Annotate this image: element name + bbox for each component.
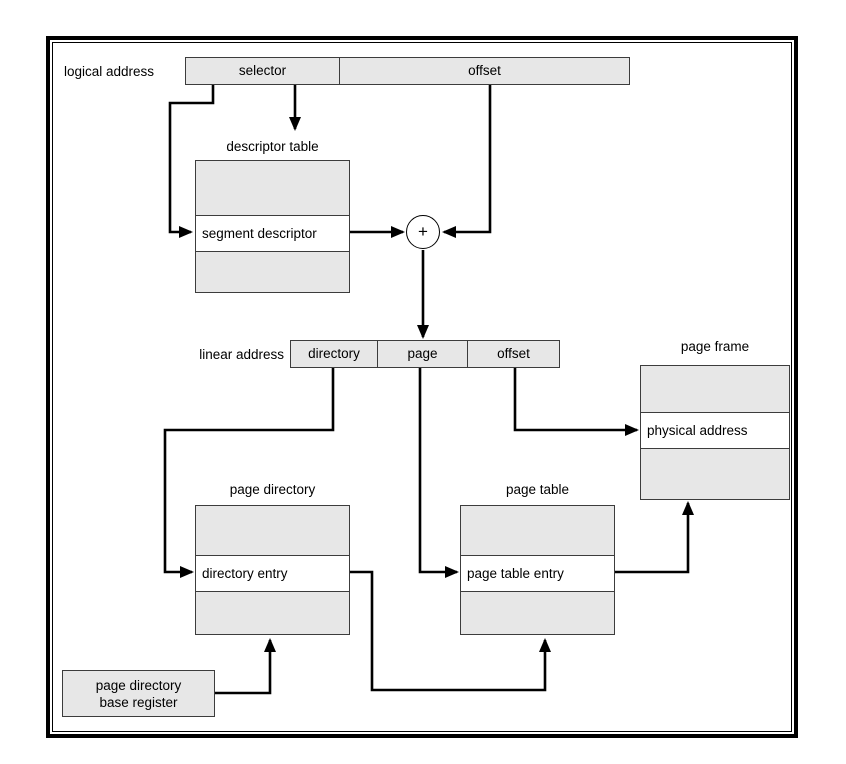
offset-field-logical: offset (339, 57, 630, 85)
page-table: page table entry (460, 505, 615, 635)
page-field: page (377, 340, 468, 368)
segment-descriptor-entry: segment descriptor (196, 215, 349, 251)
descriptor-table: segment descriptor (195, 160, 350, 293)
selector-field: selector (185, 57, 340, 85)
page-frame: physical address (640, 365, 790, 500)
descriptor-table-row-top (196, 161, 349, 215)
directory-field: directory (290, 340, 378, 368)
page-table-entry: page table entry (461, 555, 614, 591)
physical-address-entry: physical address (641, 412, 789, 448)
pdbr-line1: page directory (95, 677, 182, 693)
page-table-row-top (461, 506, 614, 555)
page-directory-row-bottom (196, 591, 349, 634)
diagram-frame (46, 36, 798, 738)
linear-address-label: linear address (199, 347, 284, 362)
page-directory: directory entry (195, 505, 350, 635)
pdbr-line2: base register (99, 694, 178, 710)
page-directory-base-register: page directory base register (62, 670, 215, 717)
descriptor-table-title: descriptor table (226, 139, 319, 154)
page-table-row-bottom (461, 591, 614, 634)
page-directory-row-top (196, 506, 349, 555)
logical-address-label: logical address (64, 64, 155, 79)
page-table-title: page table (505, 482, 570, 497)
page-frame-row-bottom (641, 448, 789, 499)
page-directory-title: page directory (229, 482, 316, 497)
page-frame-title: page frame (680, 339, 750, 354)
diagram-frame-inner-border (52, 42, 792, 732)
offset-field-linear: offset (467, 340, 560, 368)
descriptor-table-row-bottom (196, 251, 349, 292)
page-frame-row-top (641, 366, 789, 412)
adder-circle: + (406, 215, 440, 249)
directory-entry: directory entry (196, 555, 349, 591)
